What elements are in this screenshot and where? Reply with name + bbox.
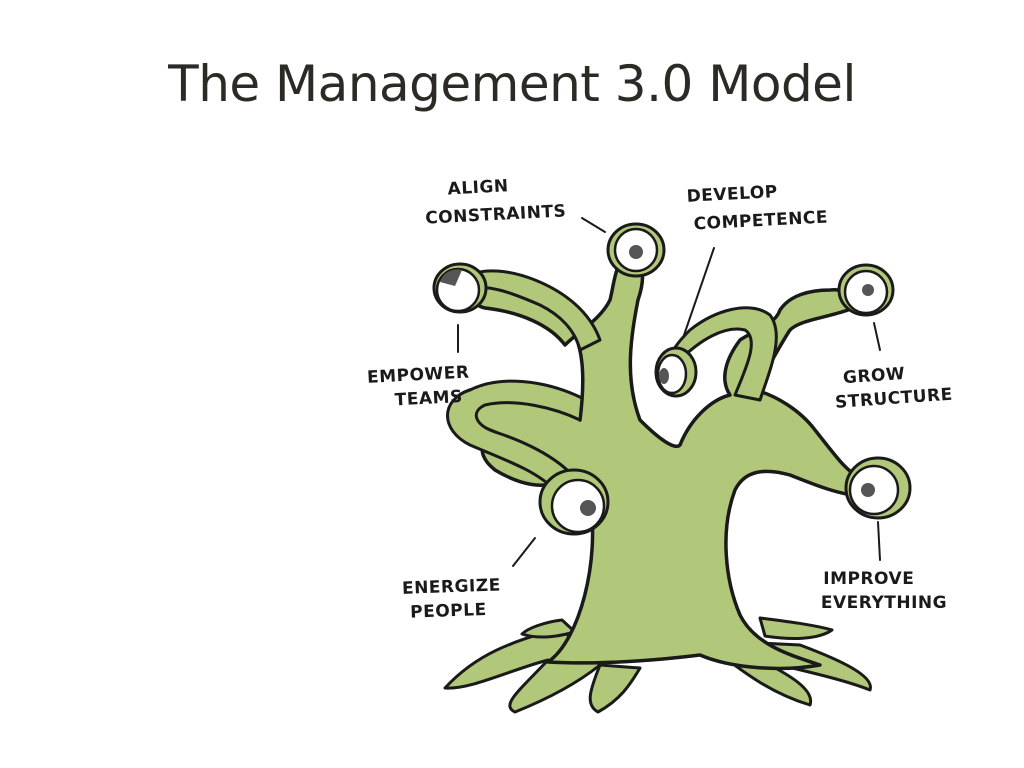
label-improve-everything: IMPROVE EVERYTHING bbox=[821, 569, 947, 613]
pointer-energize-people bbox=[512, 537, 536, 567]
branch-develop bbox=[669, 306, 778, 402]
pointer-improve-everything bbox=[877, 521, 881, 561]
branch-empower bbox=[468, 269, 602, 352]
eye-empower-teams bbox=[432, 262, 488, 314]
label-align-constraints: ALIGN CONSTRAINTS bbox=[423, 173, 566, 228]
eye-grow-structure bbox=[837, 263, 895, 317]
pointer-develop-competence bbox=[682, 247, 715, 339]
label-empower-teams: EMPOWER TEAMS bbox=[367, 362, 478, 412]
pointer-align-constraints bbox=[581, 217, 606, 233]
eye-align-constraints bbox=[606, 222, 666, 278]
eye-energize-people bbox=[538, 468, 610, 536]
slide-title: The Management 3.0 Model bbox=[168, 55, 856, 113]
eye-develop-competence bbox=[654, 346, 698, 398]
branch-energize bbox=[446, 379, 584, 492]
pointer-lines bbox=[457, 217, 881, 567]
pointer-grow-structure bbox=[873, 322, 881, 351]
eye-improve-everything bbox=[844, 456, 912, 520]
label-grow-structure: GROW STRUCTURE bbox=[833, 361, 954, 413]
label-develop-competence: DEVELOP COMPETENCE bbox=[686, 180, 828, 235]
label-energize-people: ENERGIZE PEOPLE bbox=[402, 575, 509, 623]
